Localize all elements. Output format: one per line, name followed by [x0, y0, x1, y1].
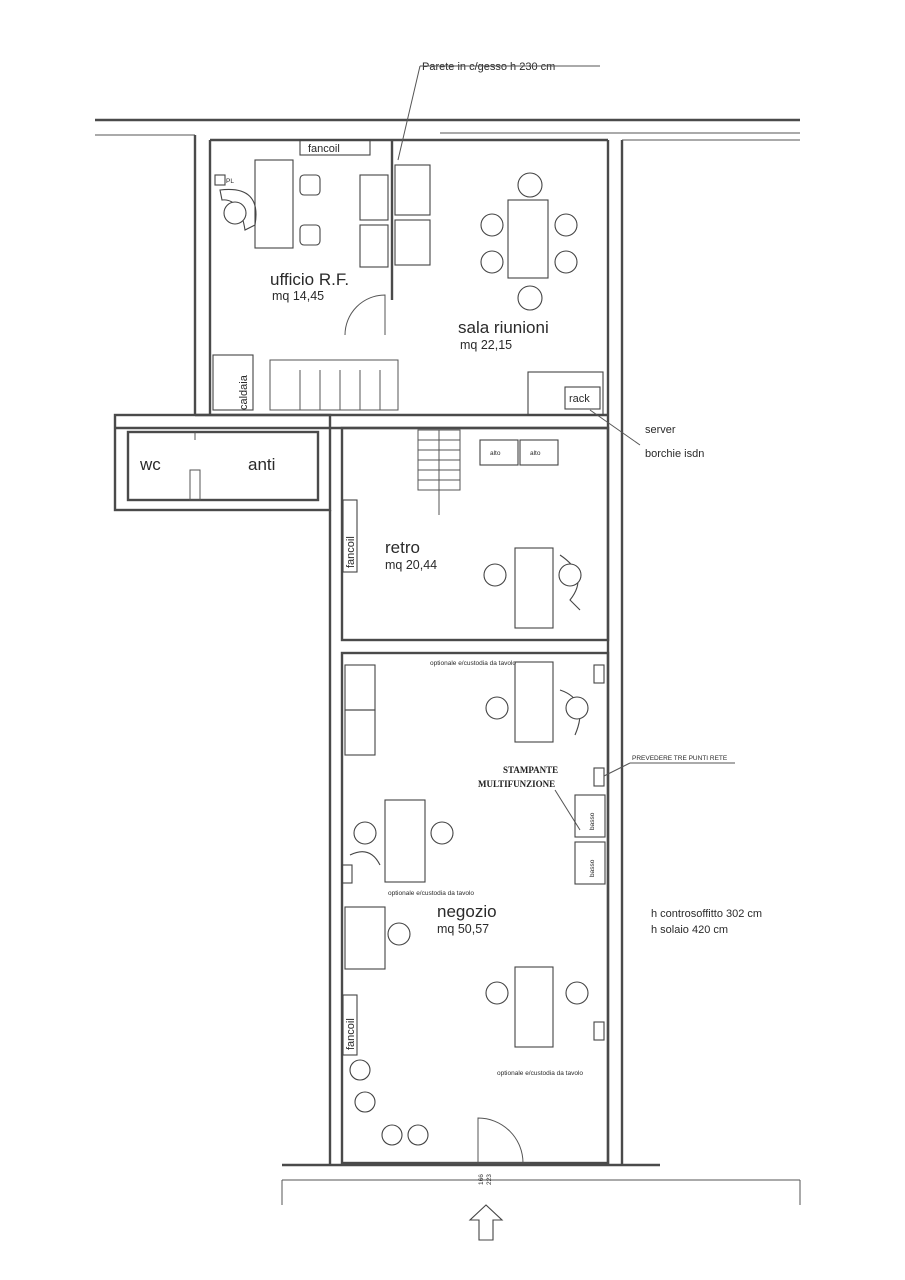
fancoil-unit: [299, 139, 371, 156]
ceiling-height-note: h controsoffitto 302 cm: [651, 908, 762, 920]
dim-door-1: 166: [478, 1174, 485, 1185]
desk: [514, 661, 554, 743]
chair: [565, 696, 589, 720]
svg-text:alto: alto: [490, 450, 501, 457]
svg-text:alto: alto: [530, 450, 541, 457]
svg-text:fancoil: fancoil: [345, 1018, 357, 1050]
sala-riunioni-room: sala riunioni mq 22,15 rack: [394, 164, 604, 416]
plug-box: [593, 767, 605, 787]
chair: [387, 922, 411, 946]
room-name-wc: wc: [139, 455, 161, 474]
cabinet-basso: [344, 664, 376, 711]
desk: [344, 906, 386, 970]
plug-box: [341, 864, 353, 884]
chair: [299, 174, 321, 196]
meeting-table: [507, 199, 549, 279]
chair: [480, 213, 504, 237]
svg-text:optionale e/custodia da tavolo: optionale e/custodia da tavolo: [497, 1070, 583, 1077]
chair: [480, 250, 504, 274]
server-leader: [589, 409, 641, 446]
cabinet-alto: [519, 439, 559, 466]
chair: [485, 981, 509, 1005]
chair: [381, 1124, 403, 1146]
room-area-ufficio: mq 14,45: [272, 289, 324, 303]
chair: [517, 285, 543, 311]
entrance-door: [477, 1117, 524, 1164]
wall-note: Parete in c/gesso h 230 cm: [422, 61, 555, 73]
printer-cabinet: [574, 841, 606, 885]
svg-text:optionale e/custodia da tavolo: optionale e/custodia da tavolo: [430, 660, 516, 667]
caldaia-unit: [212, 354, 254, 411]
printer-label-2: MULTIFUNZIONE: [478, 779, 555, 789]
entrance-arrow-icon: [468, 1204, 504, 1241]
negozio-room: optionale e/custodia da tavolo STAMPANTE…: [341, 660, 735, 1164]
chair: [430, 821, 454, 845]
slab-height-note: h solaio 420 cm: [651, 924, 728, 936]
plug-box: [593, 1021, 605, 1041]
structural-walls: [95, 118, 801, 1205]
printer-label-1: STAMPANTE: [503, 765, 558, 775]
dim-door-2: 223: [486, 1174, 493, 1185]
cabinet-basso: [394, 164, 431, 216]
svg-text:basso: basso: [589, 859, 596, 877]
chair: [554, 250, 578, 274]
chair: [354, 1091, 376, 1113]
retro-room: alto alto fancoil retro mq 20,44: [342, 429, 582, 629]
svg-text:caldaia: caldaia: [238, 374, 250, 410]
desk: [384, 799, 426, 883]
svg-text:PL: PL: [226, 178, 234, 185]
chair: [517, 172, 543, 198]
cabinet-alto: [479, 439, 519, 466]
chair: [485, 696, 509, 720]
plug-box: [593, 664, 605, 684]
isdn-label: borchie isdn: [645, 448, 704, 460]
svg-text:basso: basso: [589, 812, 596, 830]
chair: [565, 981, 589, 1005]
chair: [353, 821, 377, 845]
svg-text:fancoil: fancoil: [345, 536, 357, 568]
chair: [407, 1124, 429, 1146]
server-label: server: [645, 424, 676, 436]
fancoil-unit: [342, 499, 358, 573]
plug-box: [214, 174, 226, 186]
svg-text:optionale e/custodia da tavolo: optionale e/custodia da tavolo: [388, 890, 474, 897]
room-name-retro: retro: [385, 538, 420, 557]
chair: [349, 1059, 371, 1081]
chair: [558, 563, 582, 587]
printer-cabinet: [574, 794, 606, 838]
fancoil-label: fancoil: [308, 143, 340, 155]
ufficio-room: fancoil PL ufficio R.F. mq 14,45 caldaia: [212, 139, 389, 411]
rack-enclosure: [527, 371, 604, 416]
chair: [299, 224, 321, 246]
cabinet-basso: [359, 224, 389, 268]
desk: [254, 159, 294, 249]
chair: [223, 201, 247, 225]
desk: [514, 547, 554, 629]
door: [344, 294, 386, 336]
chair: [483, 563, 507, 587]
room-area-negozio: mq 50,57: [437, 922, 489, 936]
desk: [514, 966, 554, 1048]
room-name-negozio: negozio: [437, 902, 497, 921]
cabinet-basso: [394, 219, 431, 266]
room-name-ufficio: ufficio R.F.: [270, 270, 349, 289]
fancoil-unit: [342, 994, 358, 1056]
chair: [554, 213, 578, 237]
plugs-note: PREVEDERE TRE PUNTI RETE: [632, 755, 728, 762]
cabinet-basso: [344, 709, 376, 756]
room-area-retro: mq 20,44: [385, 558, 437, 572]
room-area-sala: mq 22,15: [460, 338, 512, 352]
room-name-anti: anti: [248, 455, 275, 474]
rack-unit: [564, 386, 601, 410]
svg-text:rack: rack: [569, 393, 590, 405]
wc-block: wc anti: [139, 432, 275, 501]
wall-note-leader: [397, 65, 421, 161]
cabinet-basso: [359, 174, 389, 221]
room-name-sala: sala riunioni: [458, 318, 549, 337]
